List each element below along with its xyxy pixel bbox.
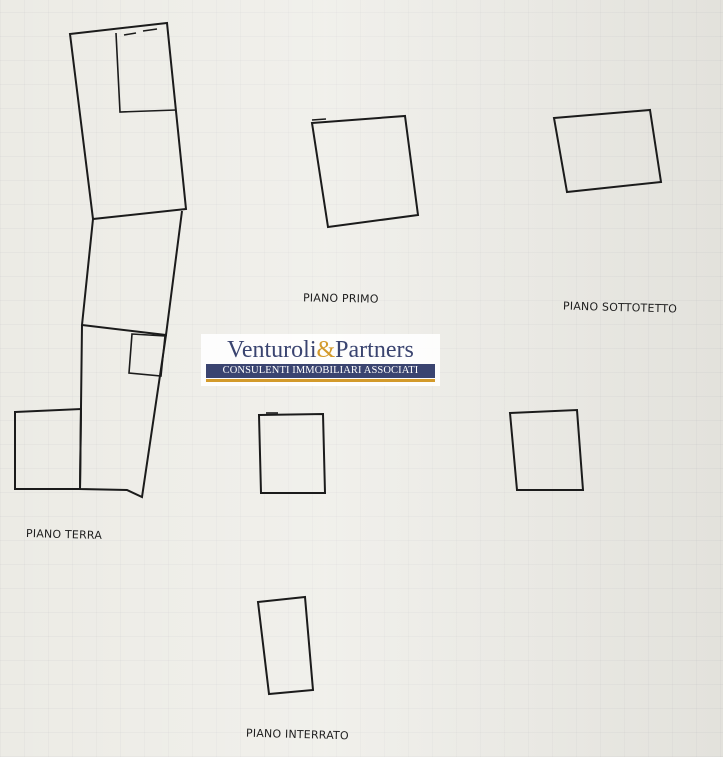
agency-name-ampersand: & (316, 337, 336, 363)
lower-right-square-plan (508, 408, 585, 491)
agency-accent-bar (206, 379, 435, 382)
piano-interrato-plan (256, 595, 315, 696)
agency-watermark: Venturoli&Partners CONSULENTI IMMOBILIAR… (201, 334, 440, 386)
agency-name: Venturoli&Partners (201, 336, 440, 364)
label-piano-primo: PIANO PRIMO (302, 291, 379, 306)
label-piano-interrato: PIANO INTERRATO (245, 726, 349, 743)
terra-middle-block (80, 210, 183, 337)
primo-tick (311, 118, 327, 121)
piano-primo-plan (310, 114, 420, 229)
terra-lower-block (78, 324, 167, 499)
label-piano-terra: PIANO TERRA (25, 527, 103, 542)
agency-tagline: CONSULENTI IMMOBILIARI ASSOCIATI (206, 364, 435, 378)
lower-left-square-plan (257, 412, 327, 494)
terra-dash-mark-2 (142, 28, 158, 32)
agency-name-part1: Venturoli (227, 337, 317, 363)
terra-upper-block (68, 21, 188, 221)
terra-annex (14, 407, 83, 490)
agency-name-part2: Partners (335, 337, 414, 363)
piano-sottotetto-plan (552, 108, 663, 194)
terra-upper-inner-wall (115, 32, 177, 113)
piano-terra-plan (14, 21, 188, 499)
terra-small-room (128, 333, 166, 377)
terra-dash-mark-1 (123, 32, 137, 36)
